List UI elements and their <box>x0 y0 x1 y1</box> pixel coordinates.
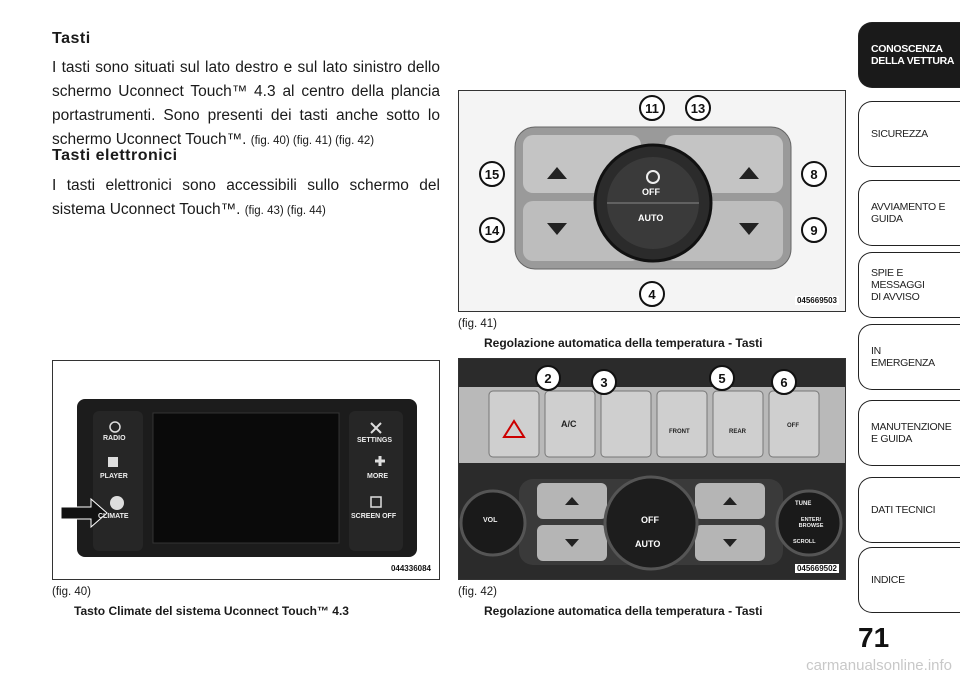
knob-off-label: OFF <box>642 187 660 197</box>
section-heading-tasti: Tasti <box>52 30 91 47</box>
enter-browse-label: ENTER/ BROWSE <box>798 517 824 529</box>
uconnect-panel-illustration <box>60 399 417 557</box>
section-heading-tasti-elettronici: Tasti elettronici <box>52 147 178 164</box>
figure-41-code: 045669503 <box>794 296 839 305</box>
tab-spie-e-messaggi[interactable]: SPIE E MESSAGGI DI AVVISO <box>858 252 960 318</box>
ac-button-label: A/C <box>561 419 577 429</box>
callout-15: 15 <box>479 161 505 187</box>
tab-label: IN EMERGENZA <box>871 345 935 369</box>
settings-button-label: SETTINGS <box>357 437 393 444</box>
callout-14: 14 <box>479 217 505 243</box>
tune-knob-label: TUNE <box>795 501 812 507</box>
console-knob-auto-label: AUTO <box>635 539 661 549</box>
figure-40-code: 044336084 <box>388 564 433 573</box>
callout-8: 8 <box>801 161 827 187</box>
figure-references-2[interactable]: (fig. 43) (fig. 44) <box>244 205 326 217</box>
scroll-knob-label: SCROLL <box>793 539 816 545</box>
rear-button-label: REAR <box>729 429 747 435</box>
paragraph-tasti-elettronici-text: I tasti elettronici sono accessibili sul… <box>52 177 440 218</box>
front-button-label: FRONT <box>669 429 690 435</box>
tab-label: AVVIAMENTO E GUIDA <box>871 201 946 225</box>
figure-41-image: OFF AUTO 11 13 15 8 14 9 4 045669503 <box>458 90 846 312</box>
figure-42-label: (fig. 42) <box>458 586 497 598</box>
figure-41-label: (fig. 41) <box>458 318 497 330</box>
figure-40-label: (fig. 40) <box>52 586 91 598</box>
climate-button-label: CLIMATE <box>98 513 129 520</box>
callout-5: 5 <box>709 365 735 391</box>
paragraph-tasti-text: I tasti sono situati sul lato destro e s… <box>52 59 440 148</box>
climate-knob-illustration <box>514 126 792 270</box>
figure-42-image: A/C FRONT REAR OFF VOL TUNE ENTER/ BROWS… <box>458 358 846 580</box>
vol-knob-label: VOL <box>483 517 498 524</box>
tab-in-emergenza[interactable]: IN EMERGENZA <box>858 324 960 390</box>
tab-label: CONOSCENZA DELLA VETTURA <box>871 43 955 67</box>
figure-40-caption: Tasto Climate del sistema Uconnect Touch… <box>74 604 349 618</box>
figure-41-caption: Regolazione automatica della temperatura… <box>484 336 763 350</box>
paragraph-tasti: I tasti sono situati sul lato destro e s… <box>52 56 440 153</box>
more-button-label: MORE <box>367 473 388 480</box>
tab-label: SPIE E MESSAGGI DI AVVISO <box>871 267 925 303</box>
tab-conoscenza-della-vettura[interactable]: CONOSCENZA DELLA VETTURA <box>858 22 960 88</box>
tab-dati-tecnici[interactable]: DATI TECNICI <box>858 477 960 543</box>
radio-button-label: RADIO <box>103 435 126 442</box>
callout-2: 2 <box>535 365 561 391</box>
callout-6: 6 <box>771 369 797 395</box>
figure-42-code: 045669502 <box>794 564 839 573</box>
tab-label: SICUREZZA <box>871 128 928 140</box>
tab-indice[interactable]: INDICE <box>858 547 960 613</box>
callout-9: 9 <box>801 217 827 243</box>
figure-references[interactable]: (fig. 40) (fig. 41) (fig. 42) <box>250 135 375 147</box>
tab-manutenzione-e-guida[interactable]: MANUTENZIONE E GUIDA <box>858 400 960 466</box>
callout-13: 13 <box>685 95 711 121</box>
console-knob-off-label: OFF <box>641 515 659 525</box>
tab-label: INDICE <box>871 574 905 586</box>
tab-label: DATI TECNICI <box>871 504 936 516</box>
callout-4: 4 <box>639 281 665 307</box>
figure-40-image: RADIO PLAYER CLIMATE SETTINGS MORE SCREE… <box>52 360 440 580</box>
paragraph-tasti-elettronici: I tasti elettronici sono accessibili sul… <box>52 174 440 223</box>
tab-sicurezza[interactable]: SICUREZZA <box>858 101 960 167</box>
callout-11: 11 <box>639 95 665 121</box>
knob-auto-label: AUTO <box>638 213 664 223</box>
center-console-illustration <box>459 387 845 571</box>
player-button-label: PLAYER <box>100 473 128 480</box>
screen-off-button-label: SCREEN OFF <box>351 513 397 520</box>
callout-3: 3 <box>591 369 617 395</box>
off-button-label: OFF <box>787 423 799 429</box>
page-number: 71 <box>858 622 890 653</box>
tab-label: MANUTENZIONE E GUIDA <box>871 421 952 445</box>
figure-42-caption: Regolazione automatica della temperatura… <box>484 604 763 618</box>
tab-avviamento-e-guida[interactable]: AVVIAMENTO E GUIDA <box>858 180 960 246</box>
watermark: carmanualsonline.info <box>806 657 952 674</box>
